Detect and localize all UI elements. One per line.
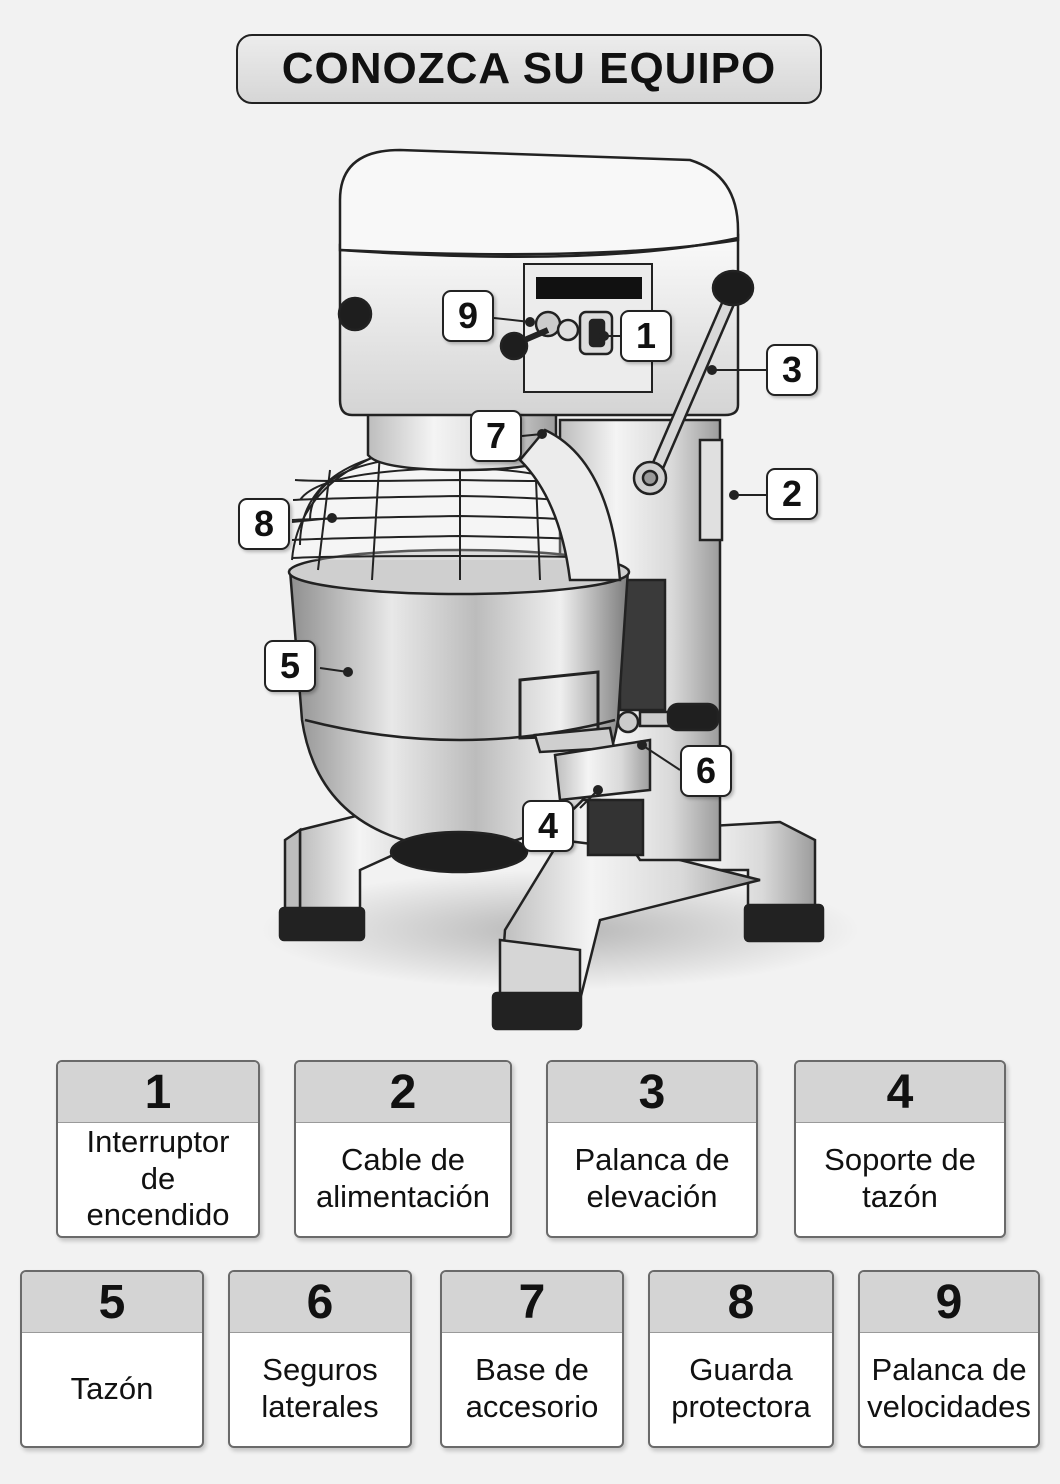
callout-4: 4 xyxy=(522,800,574,852)
callout-5: 5 xyxy=(264,640,316,692)
part-label: Base de accesorio xyxy=(465,1352,599,1424)
part-number: 4 xyxy=(796,1062,1004,1123)
part-number: 9 xyxy=(860,1272,1038,1333)
callout-2: 2 xyxy=(766,468,818,520)
mixer-head xyxy=(337,148,740,417)
part-card-9: 9 Palanca de velocidades xyxy=(858,1270,1040,1448)
part-label: Guarda protectora xyxy=(671,1352,811,1424)
part-number: 7 xyxy=(442,1272,622,1333)
part-label: Palanca de velocidades xyxy=(867,1352,1031,1424)
callout-3: 3 xyxy=(766,344,818,396)
part-card-6: 6 Seguros laterales xyxy=(228,1270,412,1448)
stand-mixer-illustration xyxy=(260,148,860,1031)
part-number: 8 xyxy=(650,1272,832,1333)
part-card-7: 7 Base de accesorio xyxy=(440,1270,624,1448)
part-number: 5 xyxy=(22,1272,202,1333)
part-card-4: 4 Soporte de tazón xyxy=(794,1060,1006,1238)
part-label: Cable de alimentación xyxy=(315,1142,491,1214)
callout-7: 7 xyxy=(470,410,522,462)
part-card-2: 2 Cable de alimentación xyxy=(294,1060,512,1238)
part-label: Soporte de tazón xyxy=(824,1142,976,1214)
callout-6: 6 xyxy=(680,745,732,797)
part-number: 6 xyxy=(230,1272,410,1333)
part-label: Tazón xyxy=(70,1370,154,1406)
leader-lines xyxy=(291,317,766,809)
part-label: Seguros laterales xyxy=(261,1352,379,1424)
part-card-3: 3 Palanca de elevación xyxy=(546,1060,758,1238)
part-card-8: 8 Guarda protectora xyxy=(648,1270,834,1448)
elevation-lever xyxy=(632,269,755,496)
bowl-support xyxy=(553,702,720,802)
callout-8: 8 xyxy=(238,498,290,550)
part-number: 3 xyxy=(548,1062,756,1123)
part-number: 1 xyxy=(58,1062,258,1123)
part-label: Interruptor de encendido xyxy=(86,1124,230,1233)
callout-1: 1 xyxy=(620,310,672,362)
callout-9: 9 xyxy=(442,290,494,342)
part-card-1: 1 Interruptor de encendido xyxy=(56,1060,260,1238)
page-title: CONOZCA SU EQUIPO xyxy=(281,44,777,93)
part-number: 2 xyxy=(296,1062,510,1123)
title-banner: CONOZCA SU EQUIPO xyxy=(236,34,822,104)
part-label: Palanca de elevación xyxy=(574,1142,730,1214)
part-card-5: 5 Tazón xyxy=(20,1270,204,1448)
